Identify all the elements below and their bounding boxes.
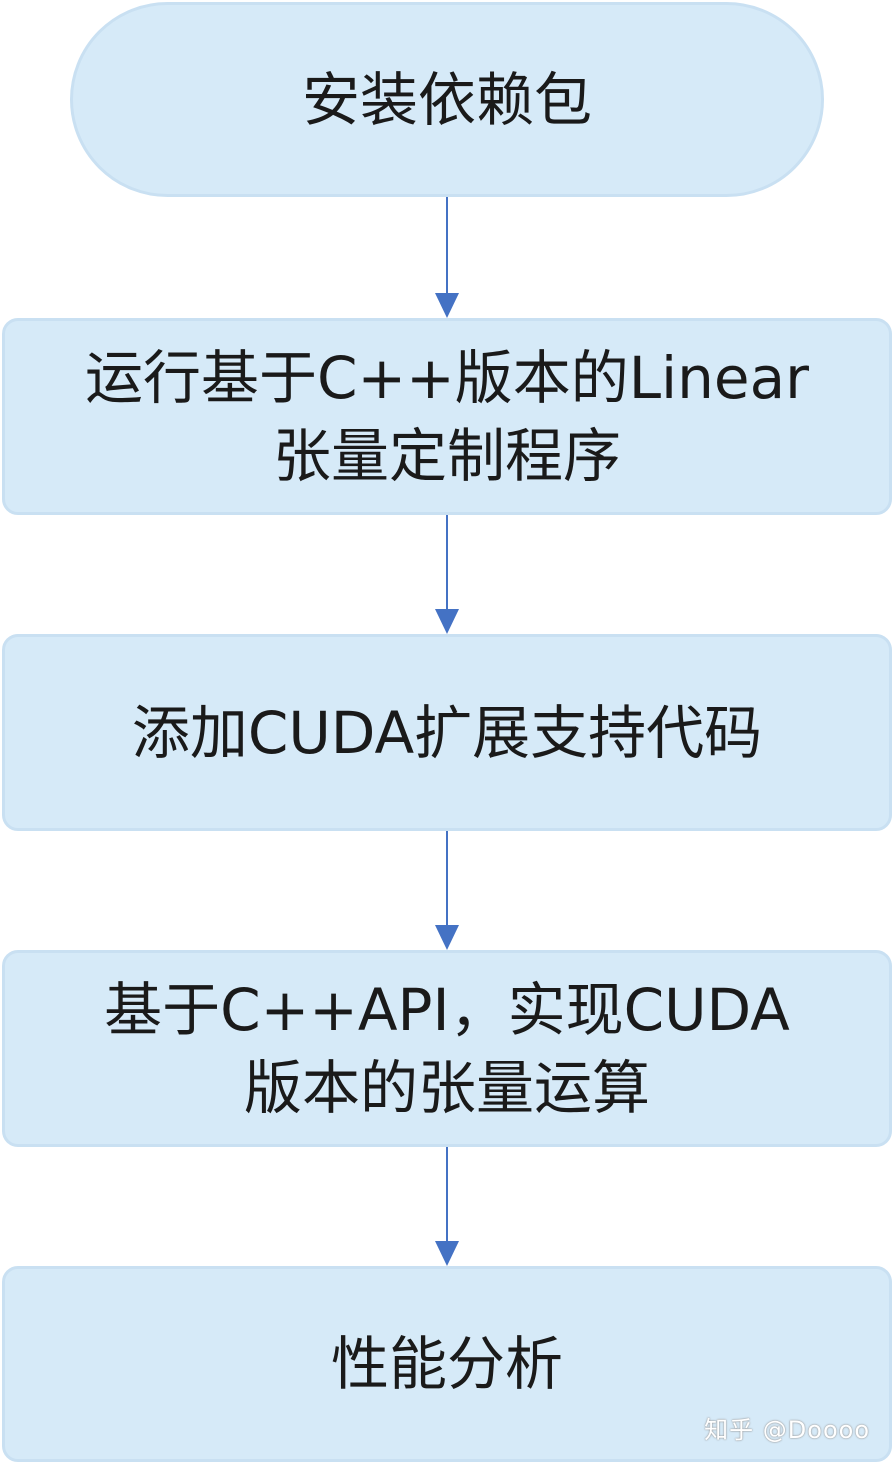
flow-step-4: 基于C++API，实现CUDA 版本的张量运算 — [2, 950, 892, 1147]
flow-step-5-label: 性能分析 — [330, 1330, 563, 1398]
flow-step-2-label: 运行基于C++版本的Linear 张量定制程序 — [85, 343, 809, 490]
flow-arrow-4 — [435, 1147, 459, 1266]
flow-step-5: 性能分析 — [2, 1266, 892, 1462]
flow-arrow-2 — [435, 515, 459, 634]
flow-step-3-label: 添加CUDA扩展支持代码 — [131, 698, 763, 767]
flow-step-1-label: 安装依赖包 — [301, 65, 592, 134]
flow-step-2: 运行基于C++版本的Linear 张量定制程序 — [2, 318, 892, 515]
flow-step-4-label: 基于C++API，实现CUDA 版本的张量运算 — [104, 975, 790, 1122]
flow-step-3: 添加CUDA扩展支持代码 — [2, 634, 892, 831]
flow-step-1: 安装依赖包 — [70, 2, 824, 197]
flow-arrow-1 — [435, 197, 459, 318]
flow-arrow-3 — [435, 831, 459, 950]
watermark: 知乎 @Doooo — [704, 1416, 870, 1444]
